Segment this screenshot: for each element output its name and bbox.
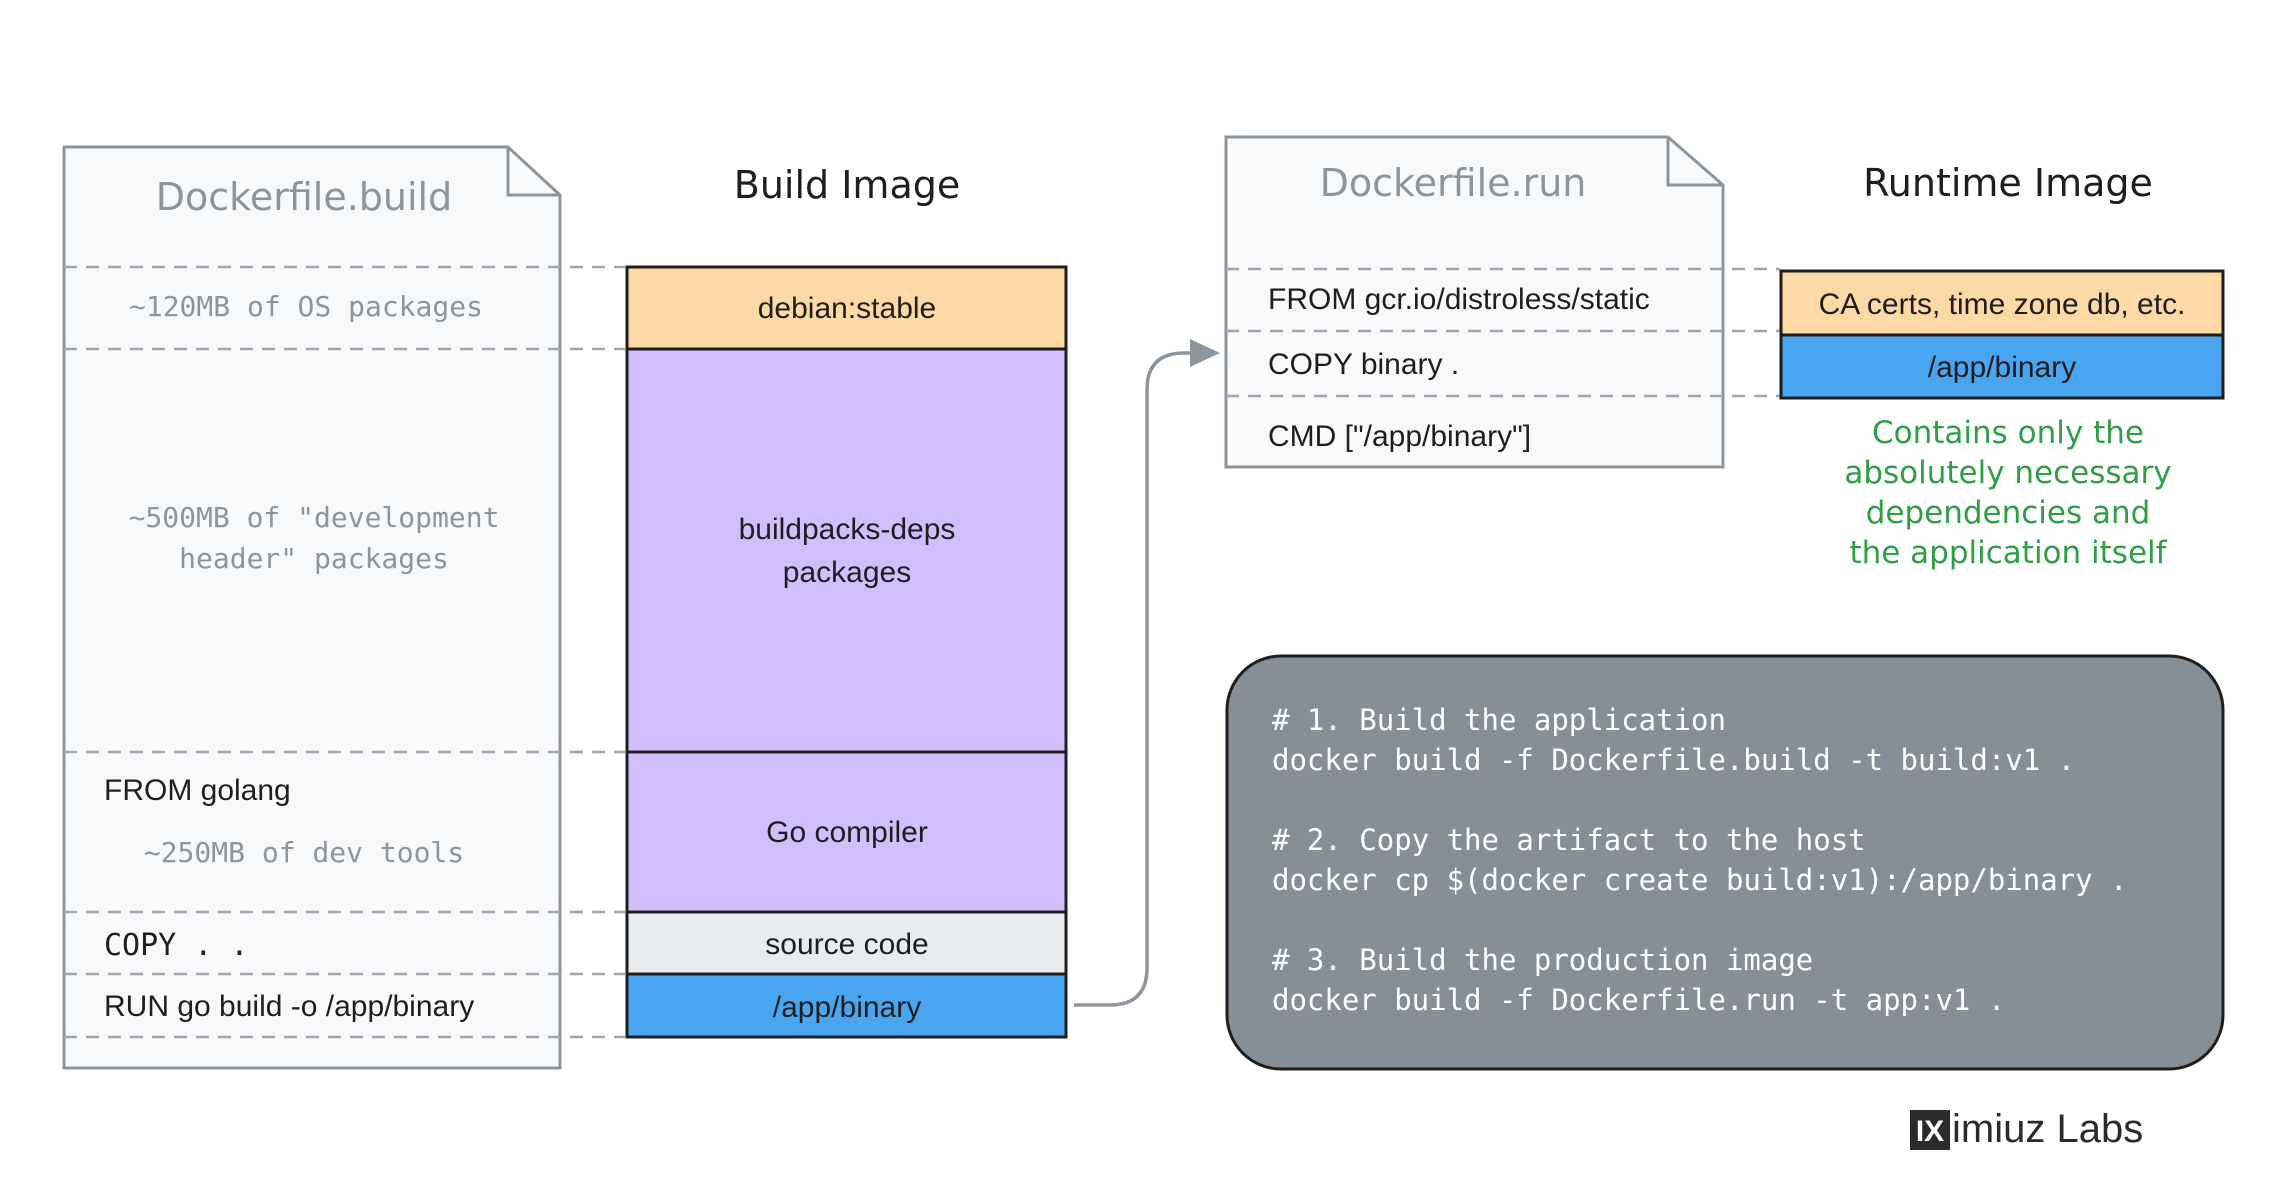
dev-headers-label-line1: ~500MB of "development bbox=[129, 501, 500, 534]
command-line-8: docker build -f Dockerfile.run -t app:v1… bbox=[1272, 983, 2005, 1017]
from-distroless-instruction: FROM gcr.io/distroless/static bbox=[1268, 283, 1650, 316]
document-body bbox=[1224, 135, 1725, 469]
dockerfile-build-document: Dockerfile.build ~120MB of OS packages ~… bbox=[62, 145, 625, 1070]
commands-box: # 1. Build the application docker build … bbox=[1225, 654, 2225, 1071]
ca-certs-label: CA certs, time zone db, etc. bbox=[1819, 288, 2186, 321]
command-line-7: # 3. Build the production image bbox=[1272, 943, 1813, 977]
arrow-head bbox=[1190, 339, 1220, 367]
from-golang-instruction: FROM golang bbox=[104, 774, 291, 807]
buildpacks-label-line1: buildpacks-deps bbox=[739, 513, 956, 546]
app-binary-label: /app/binary bbox=[773, 991, 921, 1024]
command-line-5: docker cp $(docker create build:v1):/app… bbox=[1272, 863, 2128, 897]
dev-tools-label: ~250MB of dev tools bbox=[144, 836, 464, 869]
os-packages-label: ~120MB of OS packages bbox=[129, 290, 483, 323]
command-line-4: # 2. Copy the artifact to the host bbox=[1272, 823, 1866, 857]
build-image: Build Image debian:stable buildpacks-dep… bbox=[625, 163, 1068, 1039]
source-code-label: source code bbox=[765, 928, 928, 961]
command-line-1: # 1. Build the application bbox=[1272, 703, 1726, 737]
dev-headers-label-line2: header" packages bbox=[179, 542, 449, 575]
app-binary-layer bbox=[625, 972, 1068, 1039]
dockerfile-run-document: Dockerfile.run FROM gcr.io/distroless/st… bbox=[1224, 135, 1780, 469]
source-code-layer bbox=[625, 910, 1068, 976]
note-line-4: the application itself bbox=[1849, 535, 2167, 571]
copy-instruction: COPY . . bbox=[104, 928, 249, 963]
dockerfile-build-title: Dockerfile.build bbox=[156, 175, 452, 219]
copy-binary-instruction: COPY binary . bbox=[1268, 348, 1459, 381]
runtime-note: Contains only the absolutely necessary d… bbox=[1844, 415, 2171, 571]
note-line-3: dependencies and bbox=[1866, 495, 2151, 531]
dockerfile-run-title: Dockerfile.run bbox=[1320, 161, 1587, 205]
commands-background bbox=[1225, 654, 2225, 1071]
build-image-title: Build Image bbox=[734, 163, 960, 207]
command-line-2: docker build -f Dockerfile.build -t buil… bbox=[1272, 743, 2075, 777]
logo-mark-letters: IX bbox=[1916, 1115, 1944, 1148]
note-line-1: Contains only the bbox=[1872, 415, 2144, 451]
run-row-dividers bbox=[1226, 267, 1780, 398]
run-go-build-instruction: RUN go build -o /app/binary bbox=[104, 990, 474, 1023]
go-compiler-label: Go compiler bbox=[766, 816, 928, 849]
runtime-binary-label: /app/binary bbox=[1928, 351, 2076, 384]
runtime-binary-layer bbox=[1779, 333, 2225, 400]
cmd-instruction: CMD ["/app/binary"] bbox=[1268, 420, 1531, 453]
note-line-2: absolutely necessary bbox=[1844, 455, 2171, 491]
document-body bbox=[62, 145, 562, 1070]
go-compiler-layer bbox=[625, 750, 1068, 914]
buildpacks-label-line2: packages bbox=[783, 556, 911, 589]
debian-layer-label: debian:stable bbox=[758, 292, 936, 325]
document-fold bbox=[1666, 137, 1723, 187]
document-fold bbox=[506, 147, 560, 197]
build-row-dividers bbox=[64, 265, 625, 1039]
buildpacks-layer bbox=[625, 347, 1068, 754]
iximiuz-labs-logo: IX imiuz Labs bbox=[1910, 1107, 2143, 1151]
runtime-image: Runtime Image CA certs, time zone db, et… bbox=[1779, 161, 2225, 571]
runtime-image-title: Runtime Image bbox=[1863, 161, 2153, 205]
logo-name: imiuz Labs bbox=[1952, 1107, 2143, 1151]
logo-mark bbox=[1910, 1110, 1950, 1150]
debian-layer bbox=[625, 265, 1068, 351]
arrow-line bbox=[1074, 351, 1200, 1007]
copy-binary-arrow bbox=[1074, 339, 1220, 1007]
